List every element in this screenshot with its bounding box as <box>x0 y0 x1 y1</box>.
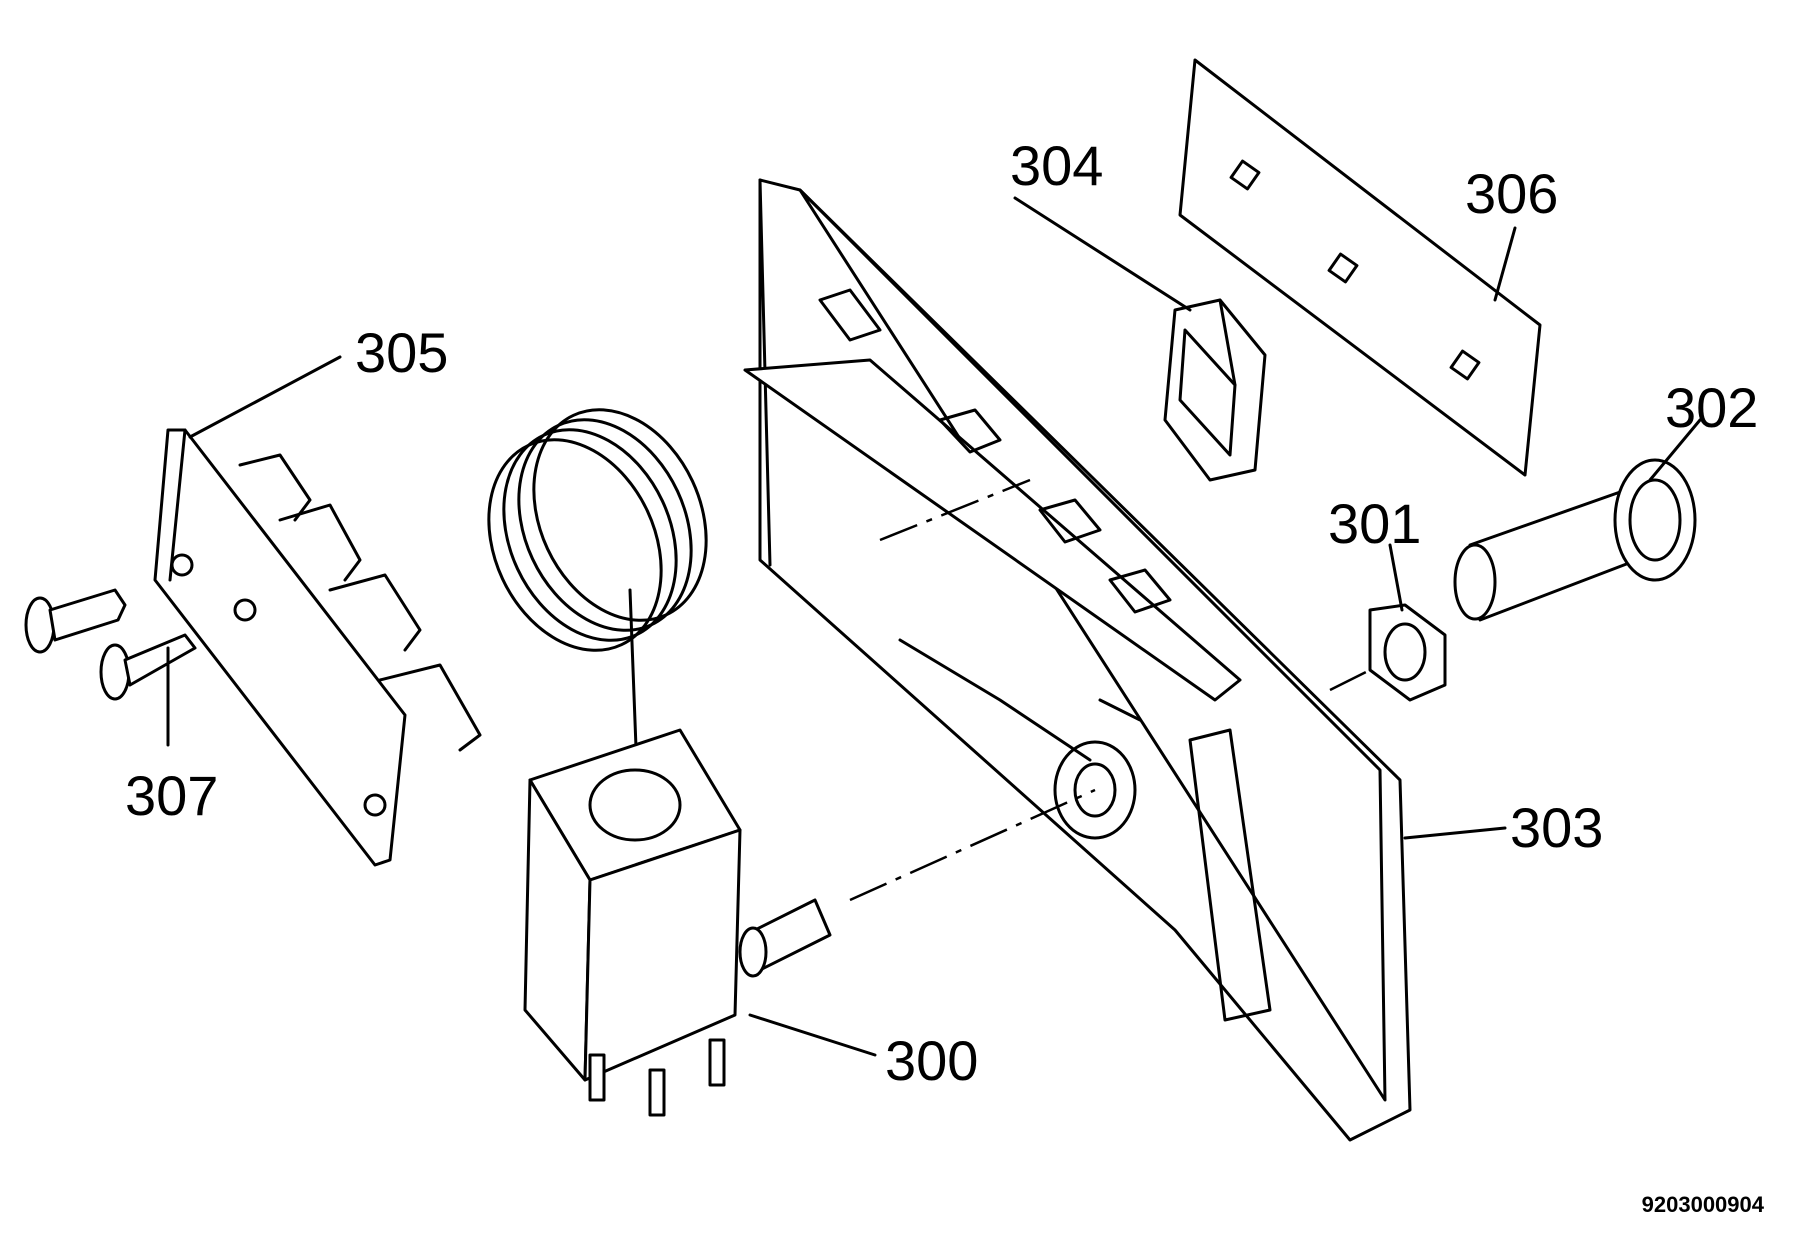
part-301-nut <box>1368 603 1447 702</box>
assembly-axis-line <box>1329 668 1371 692</box>
label-302: 302 <box>1665 376 1758 439</box>
part-306-decal-strip <box>1178 58 1542 477</box>
part-300-thermostat <box>487 408 832 1117</box>
assembly-axis-line <box>879 478 1031 542</box>
label-305: 305 <box>355 321 448 384</box>
part-305-switch-plate <box>153 428 482 867</box>
part-303-control-housing <box>743 178 1412 1142</box>
part-302-knob <box>1453 458 1697 622</box>
leader-lines <box>166 196 1702 1057</box>
part-307-screws <box>24 588 197 701</box>
label-307: 307 <box>125 764 218 827</box>
label-306: 306 <box>1465 162 1558 225</box>
label-304: 304 <box>1010 134 1103 197</box>
part-304-button-frame <box>1163 298 1267 482</box>
assembly-axis-line <box>849 788 1096 902</box>
label-300: 300 <box>885 1029 978 1092</box>
document-number: 9203000904 <box>1641 1192 1764 1217</box>
label-301: 301 <box>1328 492 1421 555</box>
label-303: 303 <box>1510 796 1603 859</box>
